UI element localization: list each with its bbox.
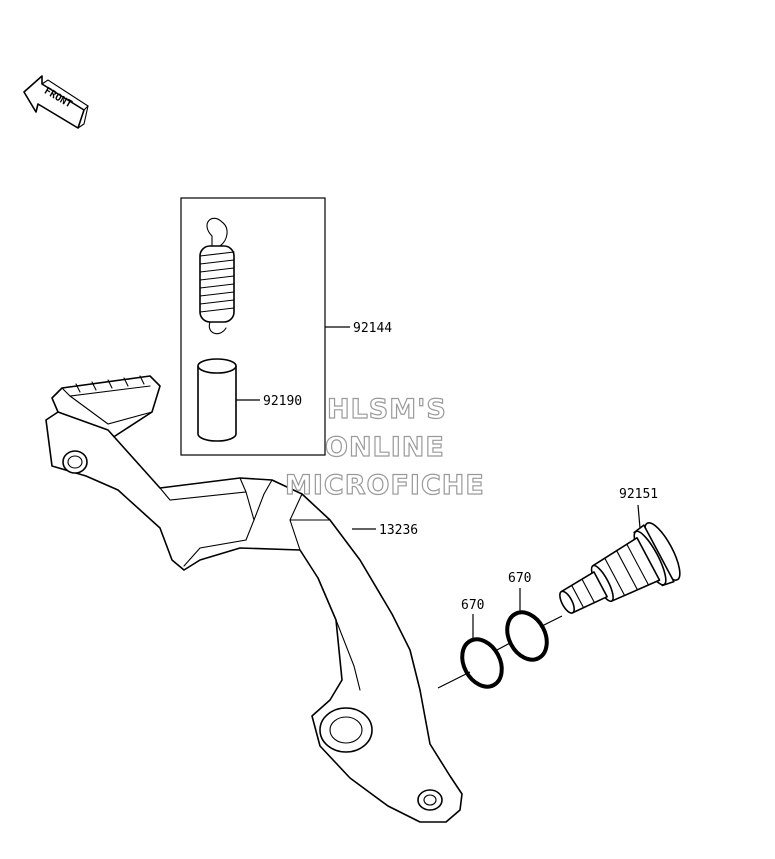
watermark: HLSM'S ONLINE MICROFICHE (284, 393, 485, 501)
pivot-shaft (559, 522, 681, 614)
front-arrow-icon: FRONT (23, 75, 89, 129)
watermark-line-1: HLSM'S (327, 394, 447, 425)
shaft-axis-line-2 (496, 642, 511, 651)
watermark-line-2: ONLINE (325, 432, 445, 463)
o-ring-upper (505, 610, 549, 662)
shaft-axis-line (437, 671, 471, 689)
callout-670-lower: 670 (461, 598, 484, 613)
callout-92190: 92190 (263, 394, 302, 409)
collar (197, 358, 237, 442)
callout-13236: 13236 (379, 523, 418, 538)
shaft-axis-line-3 (539, 615, 563, 628)
callout-92151: 92151 (619, 487, 658, 502)
o-ring-lower (460, 637, 504, 689)
callout-670-upper: 670 (508, 571, 531, 586)
brake-pedal (45, 375, 463, 823)
leader-92151 (637, 504, 641, 529)
return-spring (199, 217, 235, 335)
callout-92144: 92144 (353, 321, 392, 336)
watermark-line-3: MICROFICHE (285, 470, 485, 501)
